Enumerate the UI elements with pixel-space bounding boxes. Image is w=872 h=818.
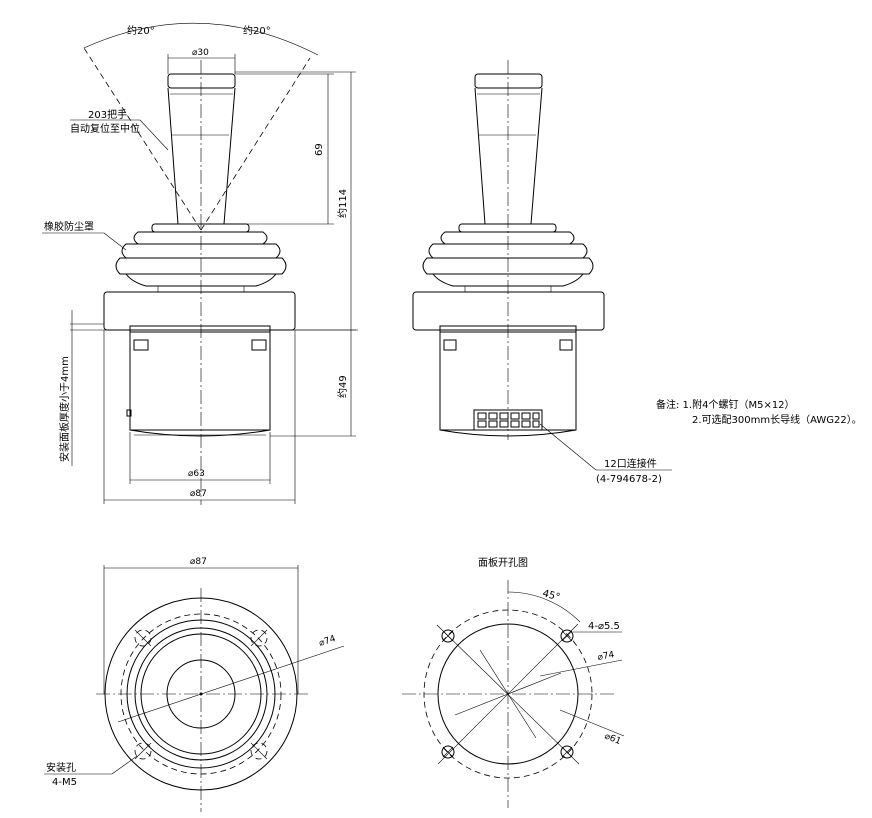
dia-63-label: ⌀63 bbox=[188, 469, 205, 479]
mount-hole-tr bbox=[250, 629, 268, 647]
handle-note-1: 203把手 bbox=[88, 108, 127, 121]
dim-69-label: 69 bbox=[314, 143, 325, 156]
boot-label: 橡胶防尘罩 bbox=[44, 220, 94, 233]
mount-label-1: 安装孔 bbox=[46, 761, 76, 774]
connector-label-2: (4-794678-2) bbox=[596, 474, 662, 485]
angle-left-label: 约20° bbox=[127, 24, 155, 37]
mount-hole-tl bbox=[134, 629, 152, 647]
mount-hole-bl bbox=[134, 742, 152, 760]
dim-114-label: 约114 bbox=[336, 189, 349, 218]
cutout-hole-br bbox=[560, 745, 574, 759]
handle-note-2: 自动复位至中位 bbox=[70, 122, 140, 135]
connector bbox=[473, 409, 543, 431]
connector-label-1: 12口连接件 bbox=[604, 457, 657, 470]
angle-right-label: 约20° bbox=[243, 24, 271, 37]
notes: 备注: 1.附4个螺钉（M5×12） 2.可选配300mm长导线（AWG22）。 bbox=[656, 398, 862, 426]
holes-label: 4-⌀5.5 bbox=[588, 621, 620, 632]
angle-45-label: 45° bbox=[541, 588, 561, 603]
side-view: 12口连接件 (4-794678-2) bbox=[412, 60, 672, 485]
bottom-dia-74-label: ⌀74 bbox=[318, 634, 337, 649]
cutout-dia-74-label: ⌀74 bbox=[597, 650, 616, 663]
note-line-1: 备注: 1.附4个螺钉（M5×12） bbox=[656, 398, 795, 411]
cutout-view: 面板开孔图 45° 4-⌀5.5 ⌀74 ⌀61 bbox=[402, 556, 625, 808]
cutout-hole-tl bbox=[441, 629, 455, 643]
bottom-dia-87-label: ⌀87 bbox=[190, 557, 207, 567]
note-line-2: 2.可选配300mm长导线（AWG22）。 bbox=[692, 413, 862, 426]
panel-thickness-label: 安装面板厚度小于4mm bbox=[58, 356, 71, 462]
front-view: 约20° 约20° ⌀30 203把手 自动复位至中位 69 约114 bbox=[42, 22, 358, 505]
dim-49-label: 约49 bbox=[336, 375, 349, 398]
cutout-title: 面板开孔图 bbox=[478, 556, 528, 569]
dia-30-label: ⌀30 bbox=[192, 48, 209, 58]
mount-label-2: 4-M5 bbox=[52, 777, 77, 788]
cutout-hole-bl bbox=[441, 745, 455, 759]
bottom-view: ⌀87 ⌀74 安装孔 4-M5 bbox=[44, 557, 345, 812]
dia-87-label: ⌀87 bbox=[190, 489, 207, 499]
cutout-hole-tr bbox=[560, 629, 574, 643]
mount-hole-br bbox=[250, 742, 268, 760]
